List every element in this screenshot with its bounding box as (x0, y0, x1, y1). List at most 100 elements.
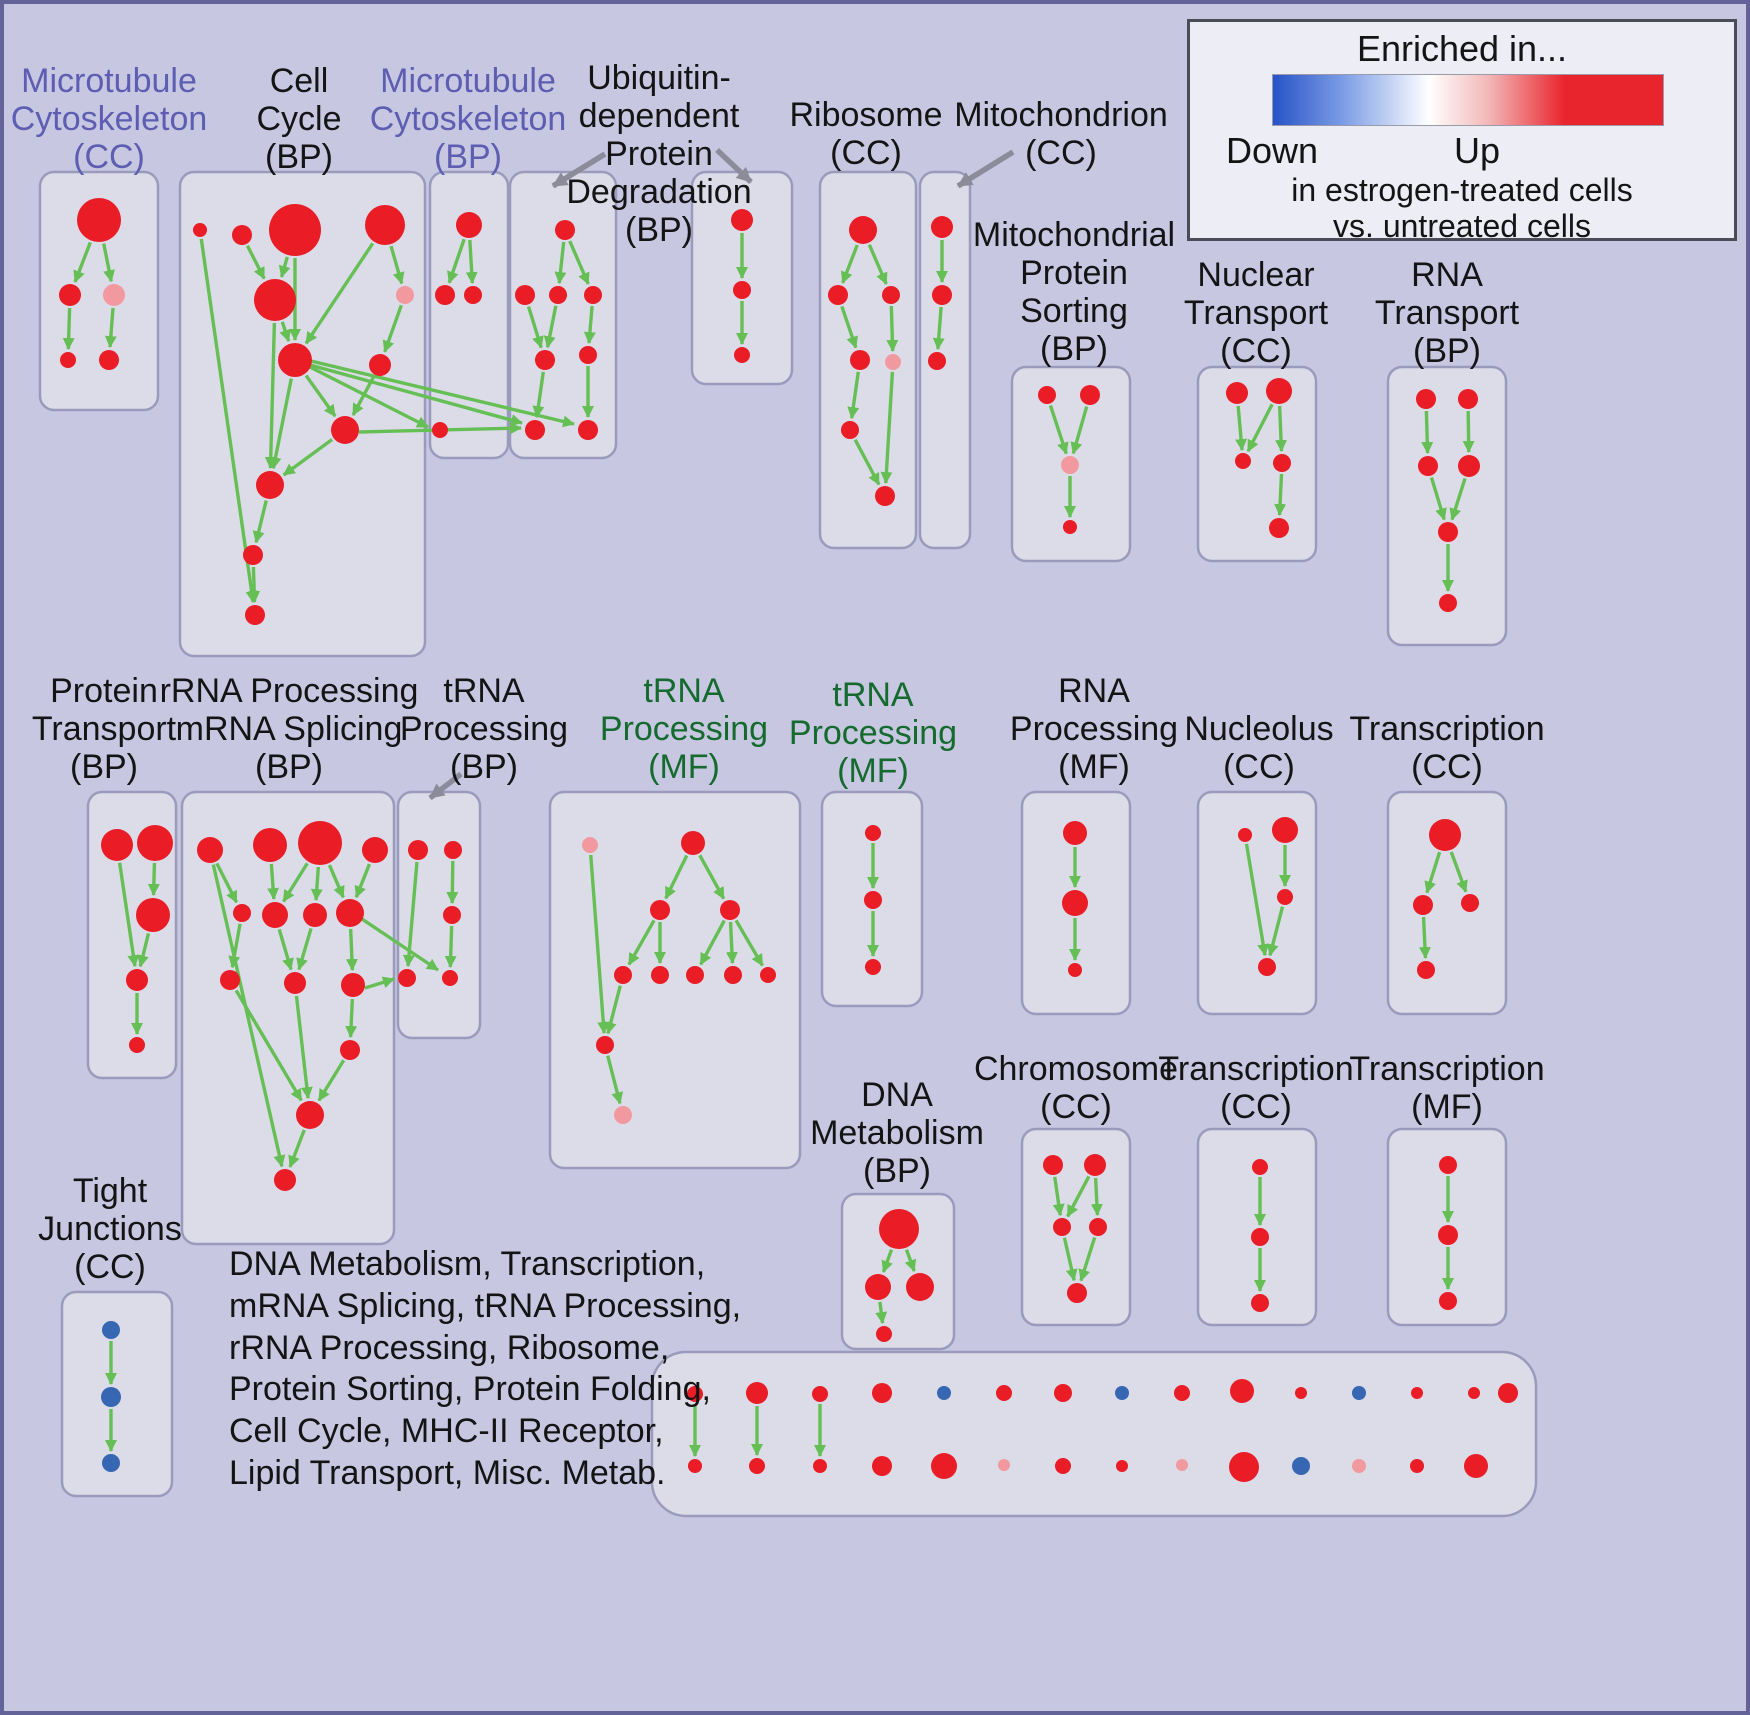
label-mitochondrion-cc: Mitochondrion (CC) (954, 96, 1168, 173)
gene-node (681, 831, 705, 855)
edge-arrow (867, 244, 888, 285)
cluster-box-transcription-cc-1 (1386, 790, 1508, 1016)
gene-node (584, 286, 602, 304)
edge-arrow (304, 242, 375, 345)
edge-arrow (604, 985, 622, 1035)
gene-node (296, 1101, 324, 1129)
gene-node (579, 346, 597, 364)
gene-node (746, 1382, 768, 1404)
gene-node (515, 285, 535, 305)
edge-arrow (310, 866, 323, 902)
gene-node (1439, 1292, 1457, 1310)
edge-arrow (881, 1249, 894, 1273)
gene-node (549, 286, 567, 304)
legend-box: Enriched in... Down Up in estrogen-treat… (1187, 19, 1737, 244)
edge-arrow (389, 245, 405, 285)
edge-arrow (841, 244, 859, 284)
label-pointer-arrow (428, 771, 463, 801)
gene-node (1352, 1459, 1366, 1473)
label-ubiquitin-degradation-bp-1: Ubiquitin- dependent Protein Degradation… (566, 59, 752, 250)
cluster-box-transcription-cc-2 (1196, 1127, 1318, 1327)
edge-arrow (880, 371, 895, 485)
gene-node (197, 837, 223, 863)
gene-node (931, 1453, 957, 1479)
edge-arrow (1078, 1236, 1097, 1282)
gene-node (876, 1326, 892, 1342)
nodes (59, 198, 1518, 1482)
cluster-box-dna-metabolism-bp (840, 1192, 956, 1351)
gene-node (596, 1036, 614, 1054)
gene-node (103, 284, 125, 306)
gene-node (253, 828, 287, 862)
gene-node (931, 216, 953, 238)
label-transcription-cc-2: Transcription (CC) (1158, 1050, 1354, 1127)
cluster-box-trna-processing-bp (396, 790, 482, 1040)
edge-arrow (1062, 1237, 1078, 1282)
edge-arrow (215, 862, 239, 904)
category-list-caption: DNA Metabolism, Transcription, mRNA Spli… (229, 1245, 742, 1493)
legend-down-label: Down (1225, 130, 1319, 171)
cluster-box-misc-categories (650, 1350, 1538, 1518)
gene-node (1176, 1459, 1188, 1471)
gene-node (59, 284, 81, 306)
edge-arrow (1418, 916, 1431, 960)
label-pointer-arrow (956, 149, 1015, 189)
label-microtubule-cytoskeleton-bp: Microtubule Cytoskeleton (BP) (369, 62, 567, 177)
network-graph-layer (38, 147, 1538, 1518)
edge-arrow (288, 1129, 306, 1168)
gene-node (1084, 1154, 1106, 1176)
gene-node (906, 1273, 934, 1301)
edge-arrow (345, 998, 358, 1039)
edge-arrow (278, 256, 291, 278)
edge-arrow (904, 1249, 917, 1272)
gene-node (828, 285, 848, 305)
gene-node (254, 279, 296, 321)
edge-arrow (465, 239, 478, 285)
gene-node (864, 891, 882, 909)
gene-node (1410, 1459, 1424, 1473)
gene-node (233, 904, 251, 922)
gene-node (1413, 895, 1433, 915)
gene-node (1226, 382, 1248, 404)
gene-node (102, 1321, 120, 1339)
gene-node (101, 1387, 121, 1407)
gene-node (875, 486, 895, 506)
edge-arrow (725, 921, 738, 965)
gene-node (724, 966, 742, 984)
gene-node (1277, 889, 1293, 905)
label-protein-transport-bp: Protein Transport (BP) (31, 672, 177, 787)
edge-arrow (875, 1301, 888, 1325)
gene-node (1295, 1387, 1307, 1399)
edge-arrow (1048, 404, 1069, 455)
gene-node (193, 223, 207, 237)
gene-node (256, 471, 284, 499)
edge-arrow (382, 304, 403, 353)
gene-node (1352, 1386, 1366, 1400)
edge-arrow (734, 919, 764, 967)
cross-cluster-edge-arrow (310, 359, 575, 428)
gene-node (1292, 1457, 1310, 1475)
gene-node (369, 354, 391, 376)
cross-cluster-edge-arrow (364, 976, 395, 990)
gene-node (651, 966, 669, 984)
gene-node (136, 898, 170, 932)
label-trna-processing-bp: tRNA Processing (BP) (399, 672, 569, 787)
edge-arrow (583, 305, 596, 345)
gene-node (243, 545, 263, 565)
gene-node (872, 1456, 892, 1476)
gene-node (1068, 963, 1082, 977)
gene-node (245, 605, 265, 625)
cluster-box-microtubule-cytoskeleton-cc (38, 170, 160, 412)
gene-node (688, 1459, 702, 1473)
edge-arrow (199, 238, 258, 604)
gene-node (720, 900, 740, 920)
gene-node (555, 220, 575, 240)
gene-node (1055, 1458, 1071, 1474)
cluster-box-rna-transport-bp (1386, 365, 1508, 647)
gene-node (1116, 1460, 1128, 1472)
gene-node (865, 825, 881, 841)
edge-arrow (1274, 473, 1287, 517)
edge-arrow (1449, 477, 1467, 521)
gene-node (1438, 1225, 1458, 1245)
edge-arrow (606, 1055, 624, 1105)
